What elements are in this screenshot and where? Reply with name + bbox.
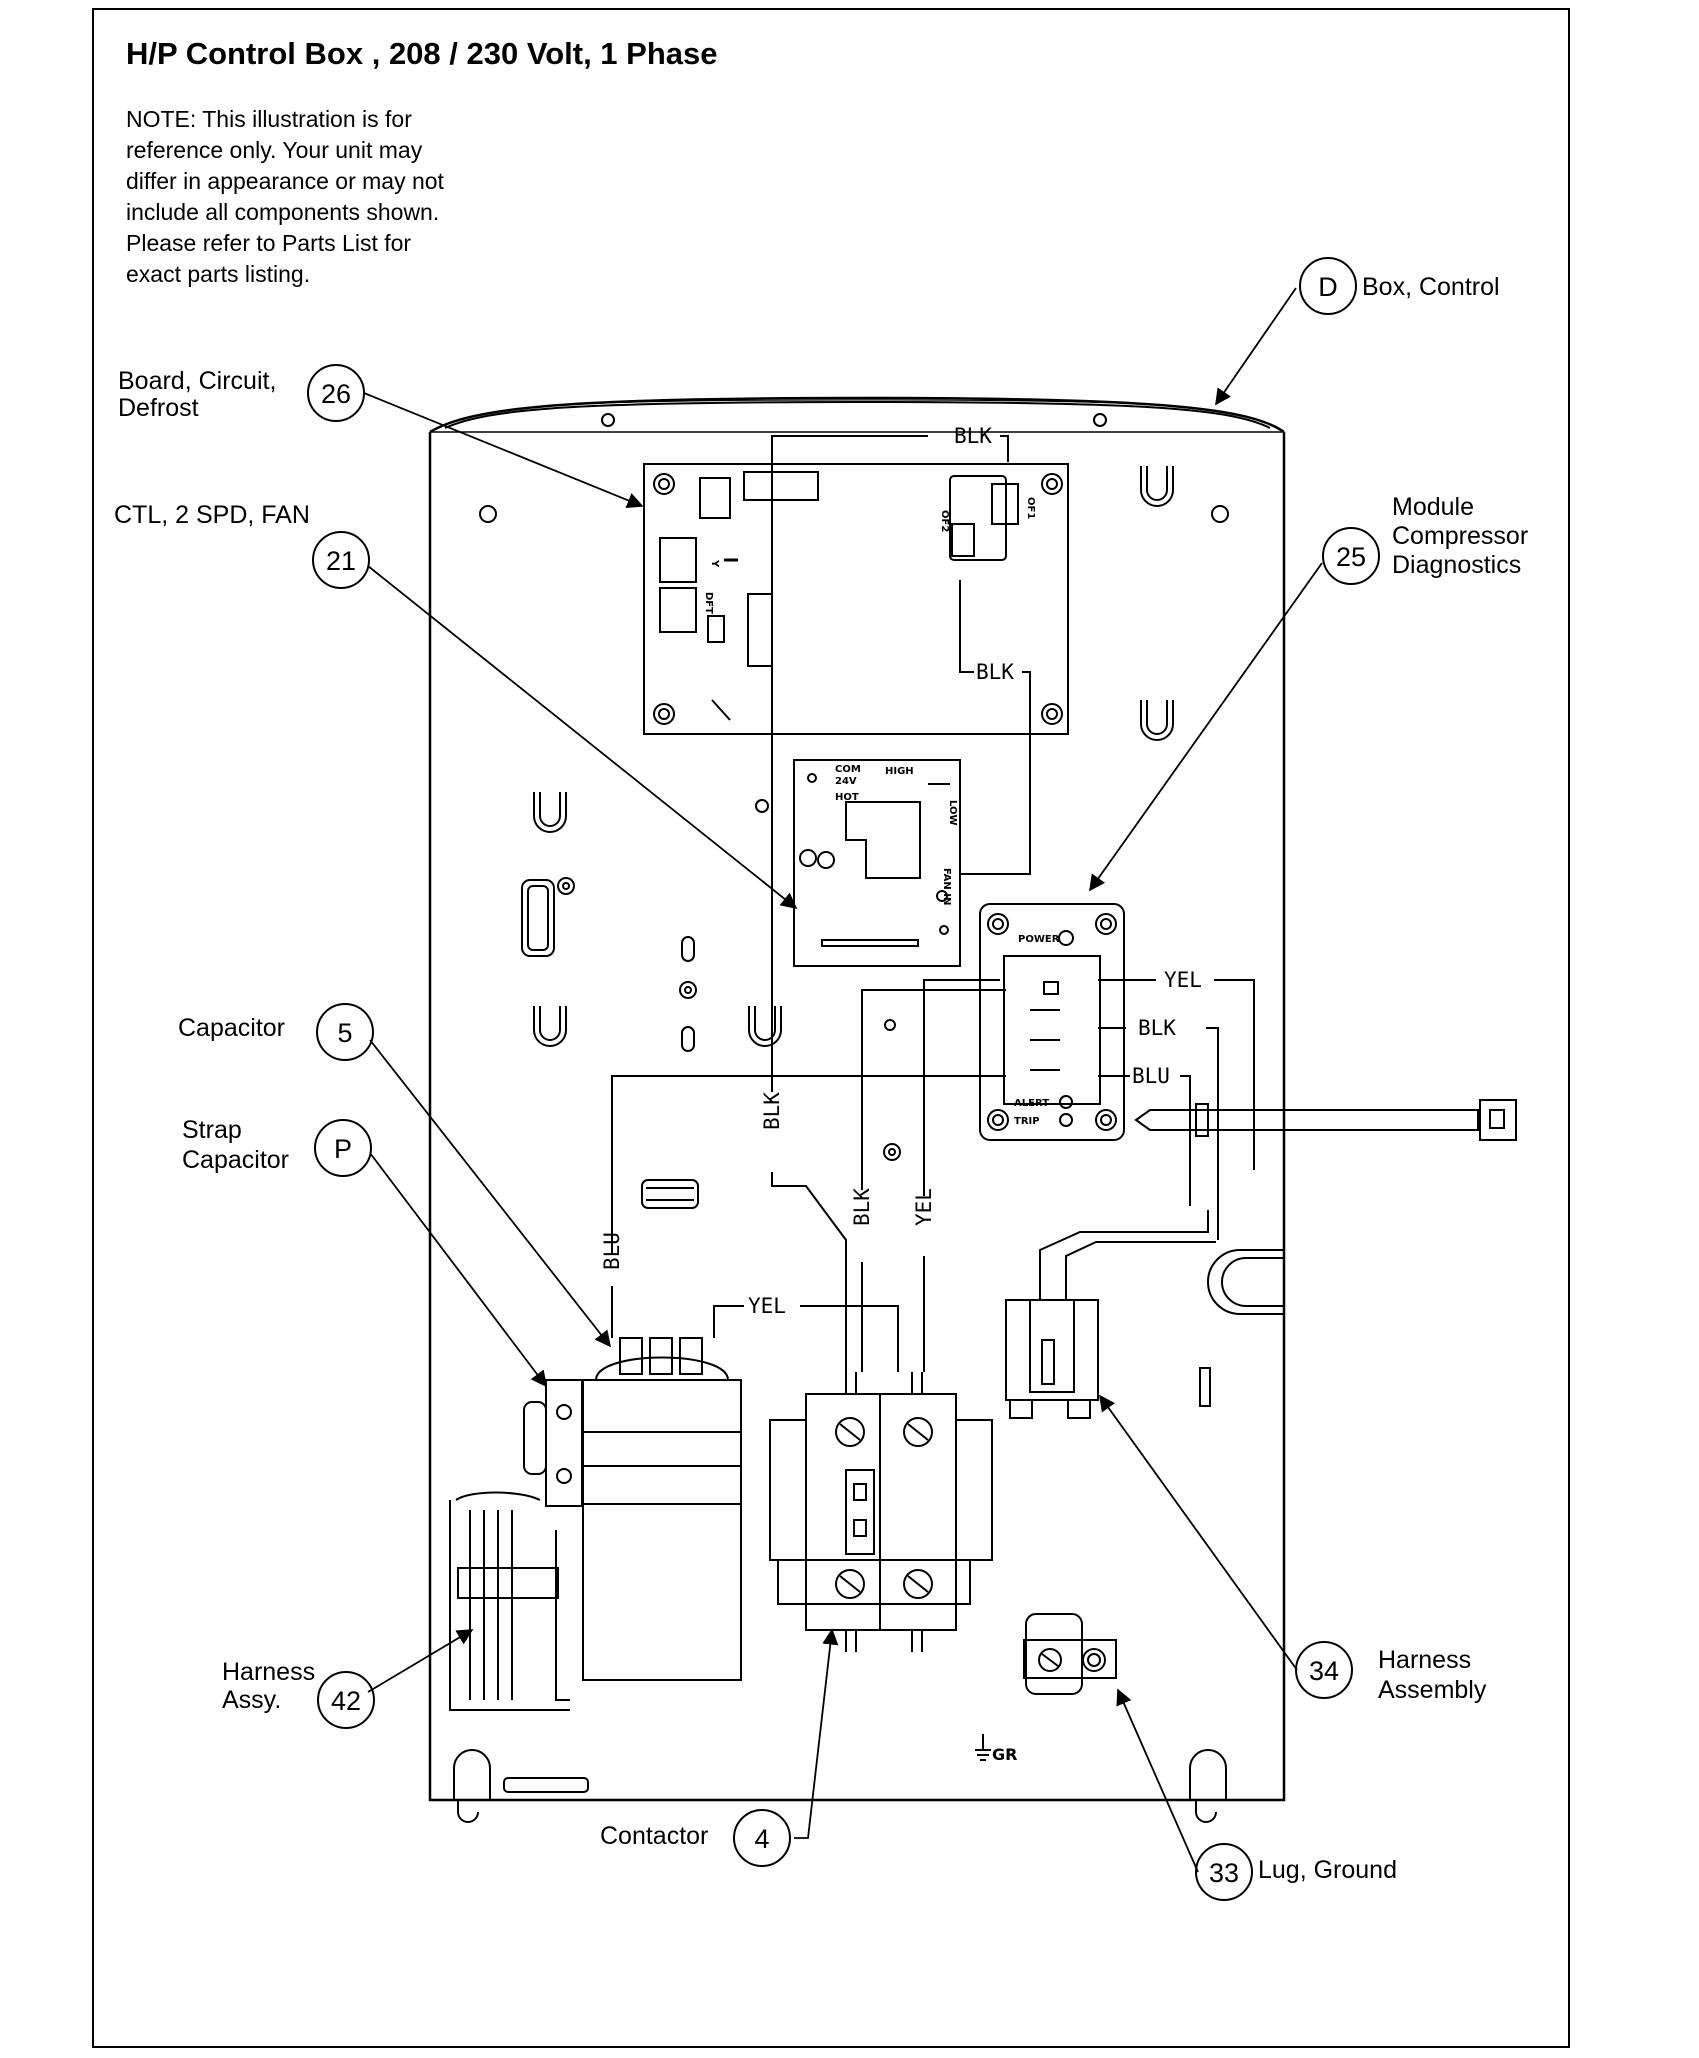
capacitor	[523, 1337, 742, 1681]
label-strap-capacitor: Capacitor	[182, 1146, 289, 1174]
drawing-frame	[92, 8, 1570, 2048]
callout-id-26: 26	[321, 379, 351, 409]
wire-label-blu-capacitor: BLU	[600, 1232, 624, 1270]
label-strap: Strap	[182, 1116, 242, 1144]
label-contactor: Contactor	[600, 1822, 709, 1850]
label-box-control: Box, Control	[1362, 273, 1500, 301]
wire-label-yel-cap: YEL	[748, 1294, 786, 1318]
label-ctl-2-spd-fan: CTL, 2 SPD, FAN	[114, 501, 310, 529]
label-board-circuit: Board, Circuit,	[118, 367, 277, 395]
callout-id-34: 34	[1309, 1656, 1339, 1686]
fan-in-label: FAN IN	[941, 868, 952, 905]
wire-label-blk-vertical: BLK	[760, 1092, 784, 1130]
note-line-4: include all components shown.	[126, 199, 440, 225]
label-harness-34: Harness	[1378, 1646, 1472, 1674]
wire-label-blk-top: BLK	[954, 424, 992, 448]
wire-label-blk-board: BLK	[976, 660, 1014, 684]
wires	[611, 435, 1255, 1372]
24v-label: 24V	[835, 776, 857, 787]
wire-label-yel-contactor: YEL	[912, 1188, 936, 1226]
note-line-5: Please refer to Parts List for	[126, 230, 412, 256]
ground-lug	[975, 1613, 1117, 1761]
of2-label: OF2	[939, 510, 950, 532]
page-title: H/P Control Box , 208 / 230 Volt, 1 Phas…	[126, 36, 718, 71]
gr-label: GR	[992, 1745, 1017, 1764]
fan-control-board	[793, 759, 961, 967]
sensor-probe	[1134, 1099, 1517, 1141]
diagnostics-module	[979, 903, 1125, 1141]
callout-id-p: P	[334, 1134, 352, 1164]
harness-plug	[1005, 1210, 1216, 1419]
harness-bundle	[449, 1491, 570, 1711]
dft-label: DFT	[703, 592, 714, 614]
label-assy: Assy.	[222, 1686, 282, 1714]
control-box-panel	[428, 396, 1286, 1823]
note-line-3: differ in appearance or may not	[126, 168, 444, 194]
hot-label: HOT	[835, 792, 859, 803]
label-capacitor: Capacitor	[178, 1014, 285, 1042]
low-label: LOW	[947, 800, 958, 826]
trip-label: TRIP	[1014, 1116, 1040, 1127]
com-label: COM	[835, 764, 861, 775]
wire-label-blk-contactor: BLK	[850, 1188, 874, 1226]
callout-id-33: 33	[1209, 1858, 1239, 1888]
callout-id-5: 5	[337, 1018, 352, 1048]
callout-id-42: 42	[331, 1686, 361, 1716]
of1-label: OF1	[1025, 497, 1036, 519]
alert-label: ALERT	[1014, 1098, 1049, 1109]
label-module: Module	[1392, 493, 1474, 521]
label-diagnostics: Diagnostics	[1392, 551, 1522, 579]
callout-id-25: 25	[1336, 542, 1366, 572]
power-label: POWER	[1018, 934, 1060, 945]
label-compressor: Compressor	[1392, 522, 1529, 550]
label-defrost: Defrost	[118, 394, 199, 422]
wire-label-blk-module: BLK	[1138, 1016, 1176, 1040]
callout-id-21: 21	[326, 546, 356, 576]
note-line-2: reference only. Your unit may	[126, 137, 423, 163]
high-label: HIGH	[885, 766, 914, 777]
note-line-1: NOTE: This illustration is for	[126, 106, 412, 132]
callout-id-d: D	[1318, 272, 1338, 302]
wire-label-blu-module: BLU	[1132, 1064, 1170, 1088]
label-assembly: Assembly	[1378, 1676, 1487, 1704]
y-label: Y	[709, 559, 720, 568]
leader-lines	[363, 287, 1323, 1873]
callout-id-4: 4	[754, 1824, 769, 1854]
note-line-6: exact parts listing.	[126, 261, 311, 287]
contactor	[769, 1372, 993, 1652]
defrost-board	[643, 463, 1069, 735]
label-lug-ground: Lug, Ground	[1258, 1856, 1397, 1884]
callout-circles	[307, 257, 1380, 1901]
label-harness: Harness	[222, 1658, 316, 1686]
wire-label-yel-module: YEL	[1164, 968, 1202, 992]
